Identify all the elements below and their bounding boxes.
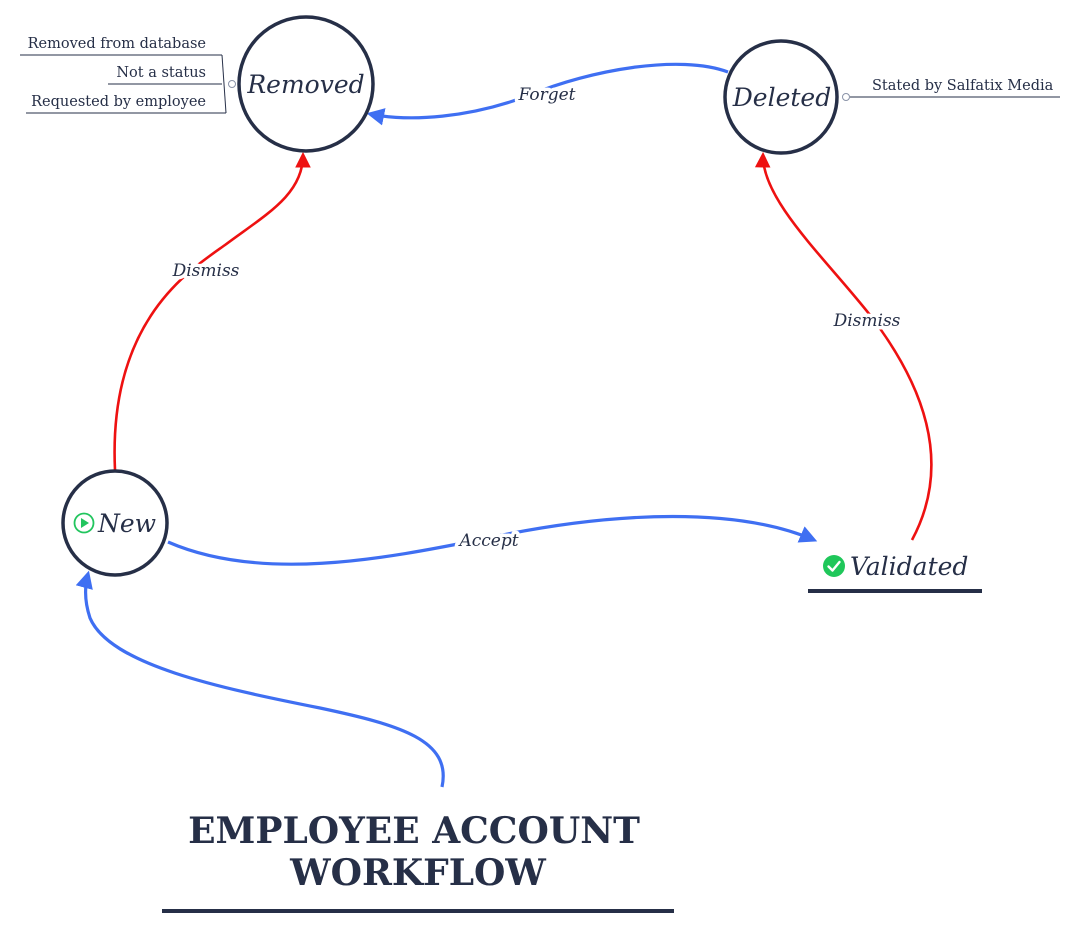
note-connector-dot <box>842 93 850 101</box>
edge-start[interactable] <box>75 570 445 788</box>
notes-removed: Removed from database Not a status Reque… <box>20 36 236 114</box>
state-label-removed: Removed <box>246 70 364 99</box>
state-validated[interactable]: Validated <box>808 552 982 593</box>
edge-label-forget: Forget <box>517 85 575 105</box>
title-line-1: EMPLOYEE ACCOUNT <box>188 810 640 852</box>
play-circle-icon <box>73 512 95 534</box>
state-removed[interactable]: Removed <box>237 15 375 153</box>
title-line-2: WORKFLOW <box>289 852 546 894</box>
state-deleted[interactable]: Deleted <box>723 39 839 155</box>
notes-deleted: Stated by Salfatix Media <box>842 78 1060 101</box>
note-requested-by-employee: Requested by employee <box>31 94 206 110</box>
note-not-a-status: Not a status <box>116 65 206 81</box>
edge-label-dismiss-new: Dismiss <box>172 261 240 281</box>
diagram-title: EMPLOYEE ACCOUNT WORKFLOW <box>162 810 674 913</box>
note-connector-dot <box>228 80 236 88</box>
state-label-new: New <box>97 509 156 538</box>
edge-accept[interactable] <box>167 514 818 566</box>
note-stated-by-salfatix: Stated by Salfatix Media <box>872 78 1054 94</box>
state-new[interactable]: New <box>61 469 169 577</box>
note-removed-from-database: Removed from database <box>28 36 206 52</box>
edge-dismiss-validated-deleted[interactable] <box>754 151 933 541</box>
check-circle-icon <box>823 555 845 577</box>
state-label-validated: Validated <box>850 552 968 581</box>
edge-label-dismiss-validated: Dismiss <box>833 311 901 331</box>
edge-label-accept: Accept <box>457 531 518 551</box>
state-label-deleted: Deleted <box>732 83 831 112</box>
edge-dismiss-new-removed[interactable] <box>113 151 311 471</box>
edge-forget[interactable] <box>366 62 729 126</box>
